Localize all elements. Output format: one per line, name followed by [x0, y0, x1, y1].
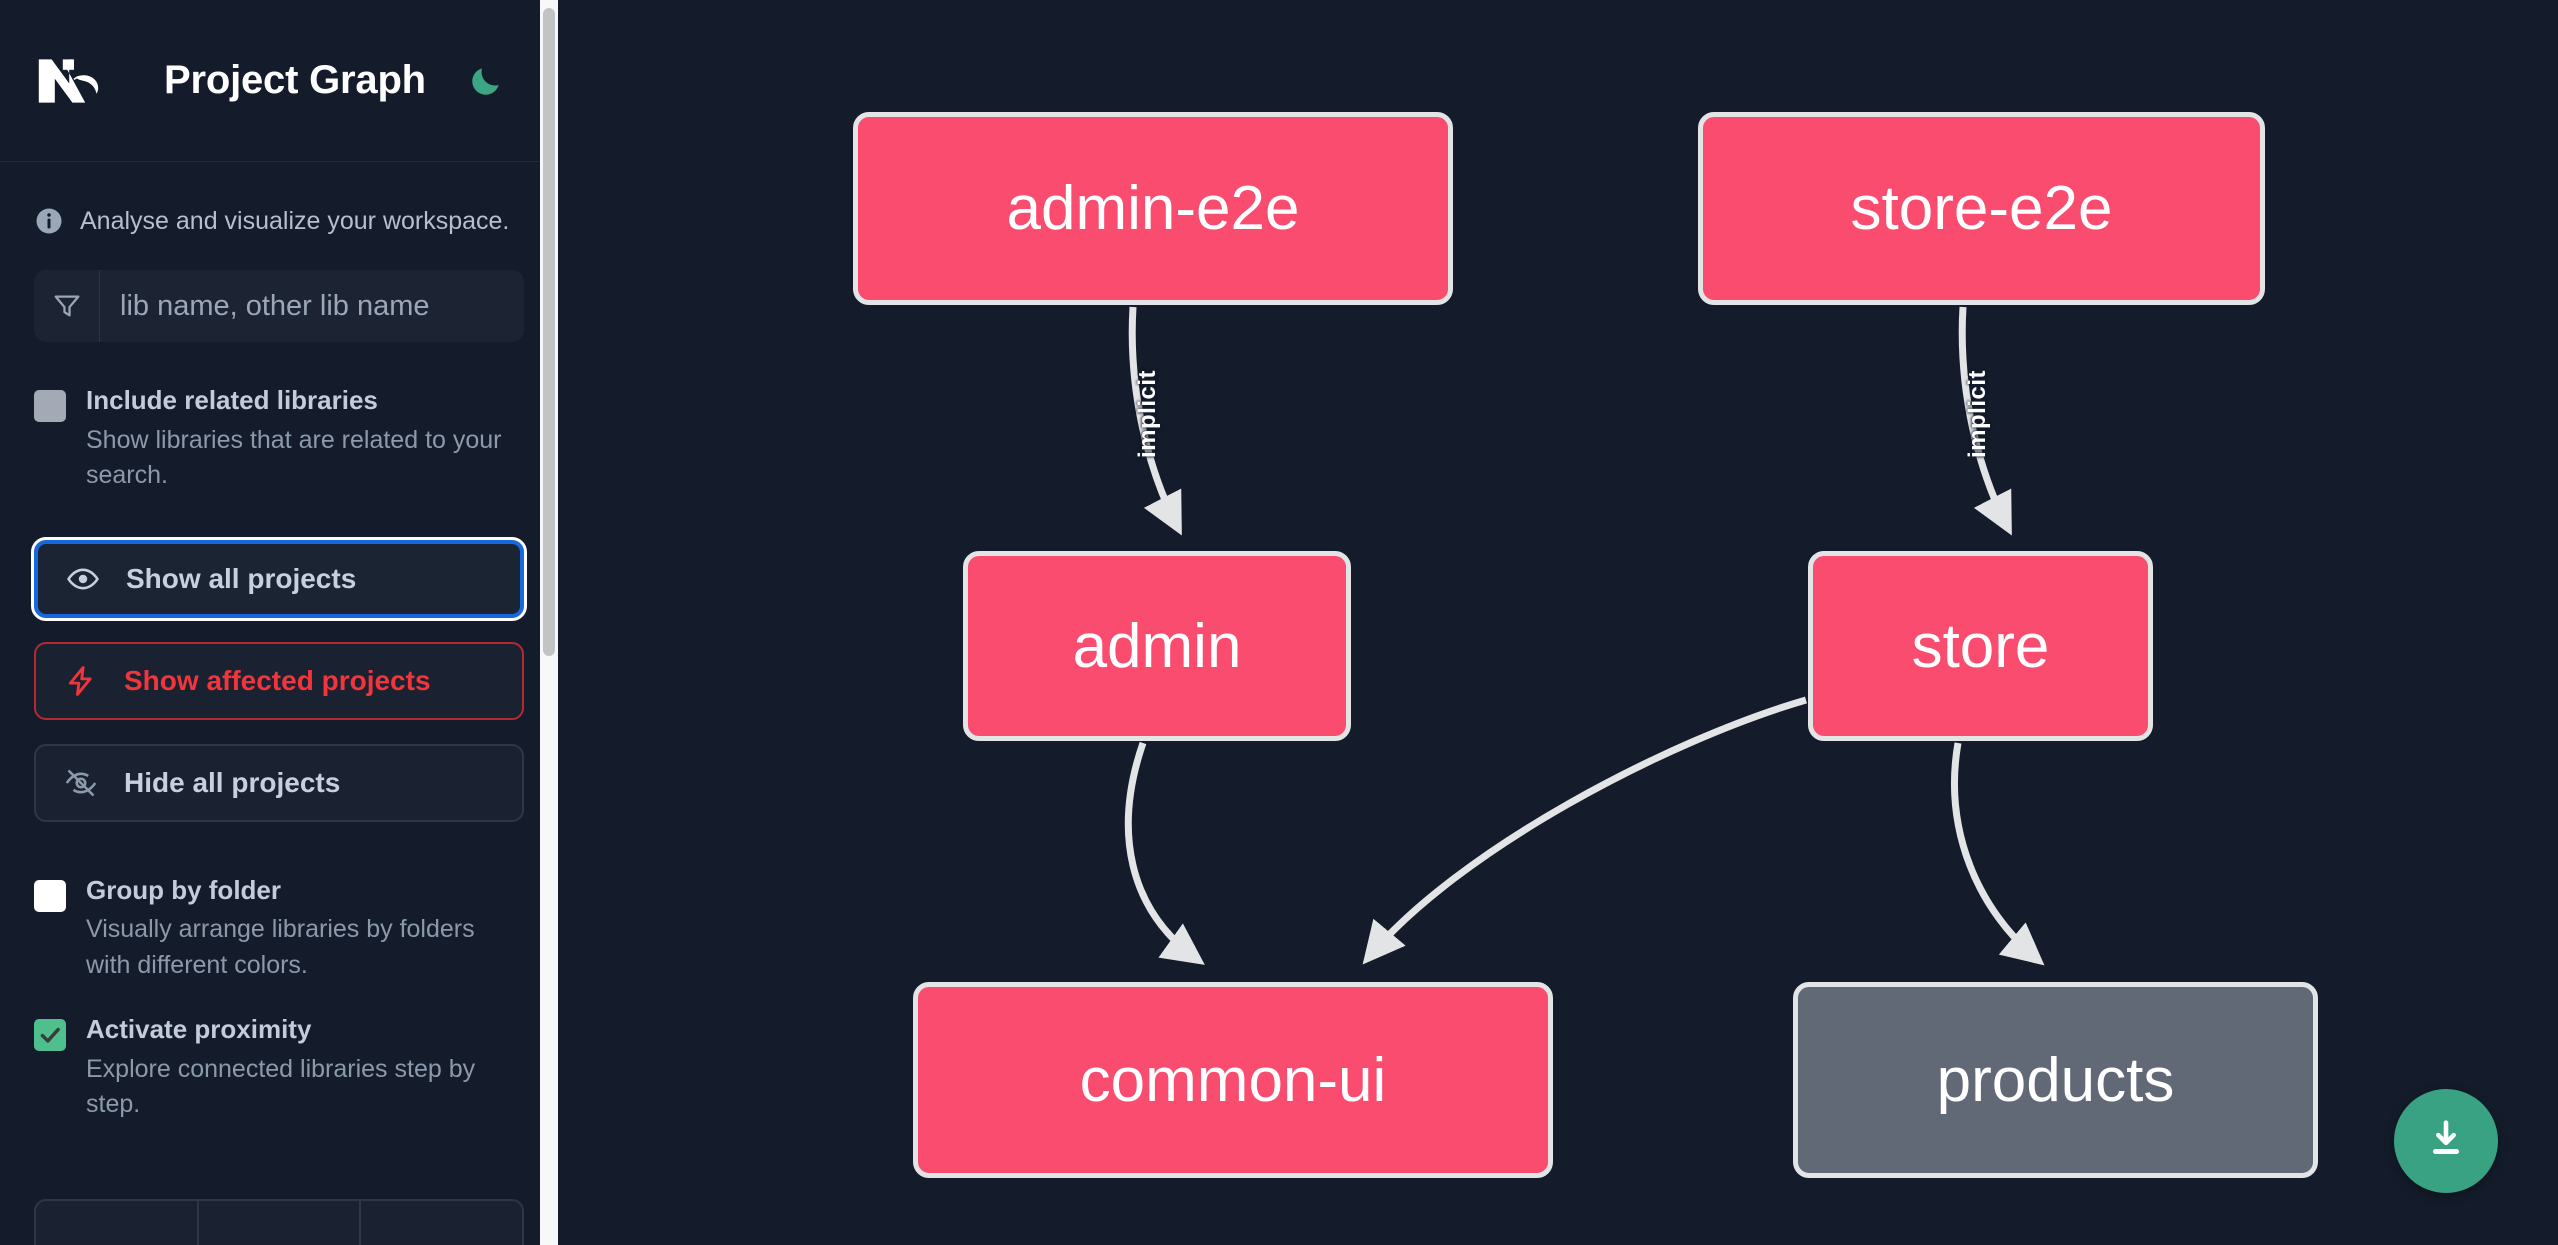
graph-node-products[interactable]: products	[1793, 982, 2318, 1178]
checkbox-row-activate-proximity: Activate proximity Explore connected lib…	[34, 1013, 524, 1123]
sidebar-header: Project Graph	[0, 0, 558, 162]
download-icon	[2423, 1116, 2469, 1167]
hide-all-projects-button[interactable]: Hide all projects	[34, 743, 524, 822]
include-related-libraries-description: Show libraries that are related to your …	[86, 425, 502, 490]
edge-admin-e2e-to-admin	[1128, 306, 1182, 536]
filter-funnel-icon	[34, 270, 100, 342]
sidebar-body: Include related libraries Show libraries…	[0, 248, 558, 1123]
graph-node-label: admin	[1072, 611, 1242, 681]
graph-node-admin-e2e[interactable]: admin-e2e	[853, 112, 1453, 305]
graph-canvas[interactable]: implicit implicit admin-e2e store-e2e ad…	[558, 0, 2558, 1245]
activate-proximity-description: Explore connected libraries step by step…	[86, 1054, 476, 1119]
graph-node-label: common-ui	[1079, 1045, 1387, 1115]
group-by-folder-description: Visually arrange libraries by folders wi…	[86, 915, 475, 979]
sidebar: Project Graph Analyse and visualize your…	[0, 0, 558, 1245]
include-related-libraries-label: Include related libraries	[86, 385, 378, 415]
edge-admin-to-common-ui	[1124, 741, 1205, 965]
show-affected-projects-button[interactable]: Show affected projects	[34, 641, 524, 720]
group-by-folder-checkbox[interactable]	[34, 879, 66, 912]
checkbox-row-include-related-libraries: Include related libraries Show libraries…	[34, 384, 524, 494]
checkbox-row-group-by-folder: Group by folder Visually arrange librari…	[34, 874, 524, 984]
graph-node-store[interactable]: store	[1808, 551, 2153, 741]
checkmark-icon	[40, 1027, 60, 1043]
segment-2[interactable]	[199, 1201, 362, 1245]
graph-node-label: products	[1936, 1045, 2175, 1115]
graph-node-admin[interactable]: admin	[963, 551, 1351, 741]
download-graph-button[interactable]	[2394, 1089, 2498, 1193]
workspace-info-text: Analyse and visualize your workspace.	[80, 206, 510, 235]
graph-node-label: admin-e2e	[1006, 174, 1300, 243]
group-by-folder-label: Group by folder	[86, 874, 281, 905]
include-related-libraries-checkbox[interactable]	[34, 390, 66, 422]
info-icon	[34, 206, 64, 236]
graph-node-label: store	[1911, 611, 2050, 681]
eye-icon	[64, 560, 102, 598]
graph-node-store-e2e[interactable]: store-e2e	[1698, 112, 2265, 305]
edge-store-to-products	[1951, 742, 2045, 966]
text-filter-segmented-control	[34, 1199, 524, 1245]
show-all-projects-label: Show all projects	[126, 562, 357, 594]
lightning-bolt-icon	[62, 662, 100, 700]
page-title: Project Graph	[164, 58, 426, 102]
graph-node-label: store-e2e	[1850, 174, 2113, 243]
activate-proximity-checkbox[interactable]	[34, 1019, 66, 1051]
graph-node-common-ui[interactable]: common-ui	[913, 982, 1553, 1178]
filter-field	[34, 270, 524, 342]
search-input[interactable]	[100, 270, 524, 342]
nx-logo-icon	[34, 53, 122, 109]
sidebar-scrollbar-thumb[interactable]	[543, 8, 555, 656]
workspace-info: Analyse and visualize your workspace.	[0, 162, 558, 248]
segment-1[interactable]	[36, 1201, 199, 1245]
moon-icon[interactable]	[464, 59, 508, 103]
eye-off-icon	[62, 764, 100, 802]
graph-edges	[1124, 306, 2045, 966]
sidebar-scrollbar-track[interactable]	[540, 0, 558, 1245]
edge-store-e2e-to-store	[1958, 306, 2012, 536]
project-visibility-buttons: Show all projects Show affected projects	[31, 536, 527, 822]
activate-proximity-label: Activate proximity	[86, 1014, 312, 1044]
segment-3[interactable]	[361, 1201, 522, 1245]
edge-store-to-common-ui	[1362, 696, 1807, 965]
show-affected-projects-label: Show affected projects	[124, 664, 431, 696]
hide-all-projects-label: Hide all projects	[124, 766, 341, 798]
show-all-projects-button[interactable]: Show all projects	[31, 536, 527, 621]
